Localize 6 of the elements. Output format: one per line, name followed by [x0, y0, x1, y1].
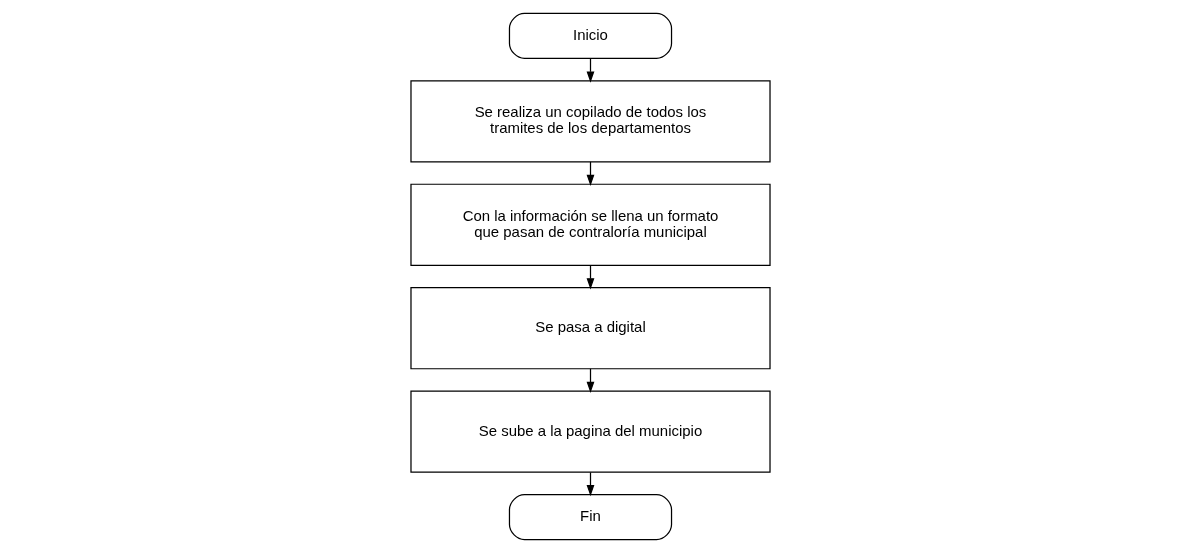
node-box: Fin — [508, 494, 672, 541]
node-box: Se pasa a digital — [409, 287, 771, 370]
node-box: Se sube a la pagina del municipio — [409, 390, 771, 473]
node-box: Se realiza un copilado de todos los tramites de los departamentos — [409, 80, 771, 163]
node-box: Con la información se llena un formato que pasan de contraloría municipal — [409, 183, 771, 266]
node-box: Inicio — [508, 12, 672, 59]
